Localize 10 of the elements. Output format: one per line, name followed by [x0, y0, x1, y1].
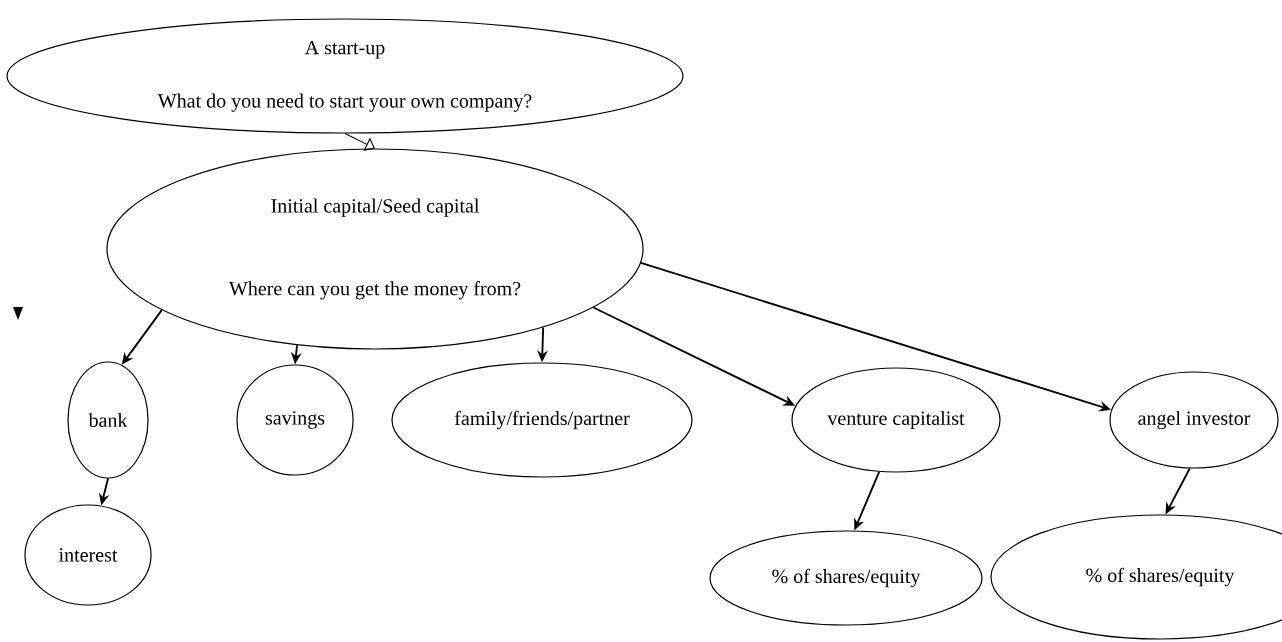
- ellipse-node: Initial capital/Seed capital Where can you get the money from?: [106, 148, 644, 350]
- ellipse-node: savings: [236, 364, 354, 476]
- ellipse-node: bank: [67, 361, 149, 479]
- arrow: [344, 133, 375, 151]
- ellipse-node: family/friends/partner: [391, 362, 693, 478]
- ellipse-node: interest: [24, 504, 152, 606]
- ellipse-node: angel investor: [1109, 371, 1279, 469]
- ellipse-node: A start-up What do you need to start your own company?: [6, 18, 684, 134]
- ellipse-node: % of shares/equity: [709, 530, 983, 626]
- ellipse-node: venture capitalist: [791, 367, 1001, 473]
